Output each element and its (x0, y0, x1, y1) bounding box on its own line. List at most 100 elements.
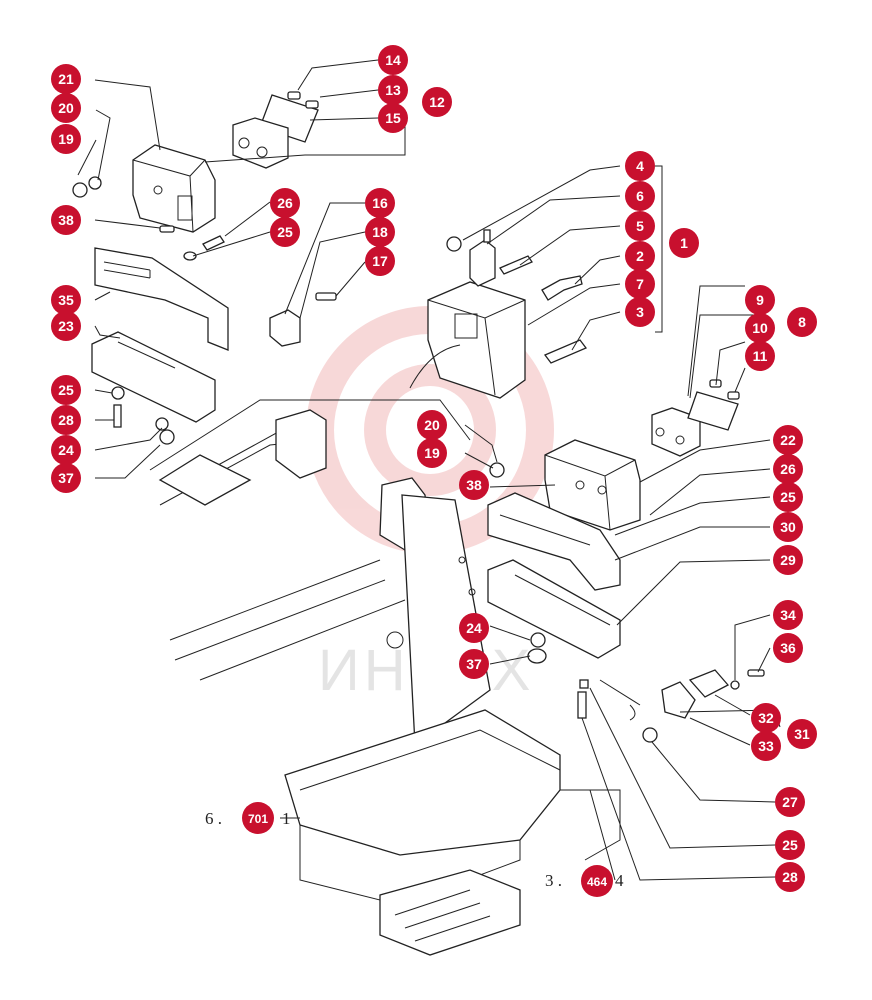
callout-26-right[interactable]: 26 (773, 454, 803, 484)
callout-4[interactable]: 4 (625, 151, 655, 181)
svg-text:25: 25 (780, 489, 796, 505)
callout-24-mid[interactable]: 24 (459, 613, 489, 643)
callout-31[interactable]: 31 (787, 719, 817, 749)
callout-10[interactable]: 10 (745, 313, 775, 343)
callout-36[interactable]: 36 (773, 633, 803, 663)
svg-text:25: 25 (58, 382, 74, 398)
reference-left: 6 . 1 (205, 809, 291, 828)
callout-701[interactable]: 701 (242, 802, 274, 834)
callout-34[interactable]: 34 (773, 600, 803, 630)
callout-15[interactable]: 15 (378, 103, 408, 133)
callout-5[interactable]: 5 (625, 211, 655, 241)
svg-text:3: 3 (636, 304, 644, 320)
svg-text:23: 23 (58, 318, 74, 334)
svg-text:24: 24 (466, 620, 482, 636)
svg-text:25: 25 (782, 837, 798, 853)
callout-28-bottom[interactable]: 28 (775, 862, 805, 892)
svg-text:20: 20 (58, 100, 74, 116)
callout-464[interactable]: 464 (581, 865, 613, 897)
callout-16[interactable]: 16 (365, 188, 395, 218)
svg-text:701: 701 (248, 812, 268, 826)
svg-text:16: 16 (372, 195, 388, 211)
callout-21[interactable]: 21 (51, 64, 81, 94)
callout-25-right[interactable]: 25 (773, 482, 803, 512)
svg-text:35: 35 (58, 292, 74, 308)
svg-text:30: 30 (780, 519, 796, 535)
leader-lines (77, 59, 781, 881)
callout-11[interactable]: 11 (745, 341, 775, 371)
svg-text:9: 9 (756, 292, 764, 308)
callout-28-left[interactable]: 28 (51, 405, 81, 435)
svg-text:26: 26 (780, 461, 796, 477)
svg-text:38: 38 (58, 212, 74, 228)
callout-38-top[interactable]: 38 (51, 205, 81, 235)
svg-text:19: 19 (58, 131, 74, 147)
svg-text:19: 19 (424, 445, 440, 461)
callout-27[interactable]: 27 (775, 787, 805, 817)
svg-text:15: 15 (385, 110, 401, 126)
callout-1[interactable]: 1 (669, 228, 699, 258)
callout-37-left[interactable]: 37 (51, 463, 81, 493)
reference-left-suffix: 1 (282, 809, 291, 828)
svg-text:38: 38 (466, 477, 482, 493)
callout-2[interactable]: 2 (625, 241, 655, 271)
svg-text:4: 4 (636, 158, 644, 174)
callout-22[interactable]: 22 (773, 425, 803, 455)
svg-text:37: 37 (466, 656, 482, 672)
callout-20-mid[interactable]: 20 (417, 410, 447, 440)
svg-text:10: 10 (752, 320, 768, 336)
callout-19-top[interactable]: 19 (51, 124, 81, 154)
callout-12[interactable]: 12 (422, 87, 452, 117)
svg-text:17: 17 (372, 253, 388, 269)
svg-text:32: 32 (758, 710, 774, 726)
reference-left-prefix: 6 . (205, 809, 222, 828)
callouts: 14 13 12 15 21 20 19 38 26 25 16 18 17 3… (51, 45, 817, 897)
svg-text:24: 24 (58, 442, 74, 458)
callout-6[interactable]: 6 (625, 181, 655, 211)
callout-23[interactable]: 23 (51, 311, 81, 341)
callout-25-top[interactable]: 25 (270, 217, 300, 247)
svg-text:37: 37 (58, 470, 74, 486)
callout-37-mid[interactable]: 37 (459, 649, 489, 679)
callout-25-bottom[interactable]: 25 (775, 830, 805, 860)
callout-33[interactable]: 33 (751, 731, 781, 761)
callout-19-mid[interactable]: 19 (417, 438, 447, 468)
reference-right-prefix: 3 . (545, 871, 562, 890)
svg-text:31: 31 (794, 726, 810, 742)
callout-26-top[interactable]: 26 (270, 188, 300, 218)
callout-30[interactable]: 30 (773, 512, 803, 542)
callout-8[interactable]: 8 (787, 307, 817, 337)
svg-text:29: 29 (780, 552, 796, 568)
callout-24-left[interactable]: 24 (51, 435, 81, 465)
svg-text:14: 14 (385, 52, 401, 68)
callout-38-mid[interactable]: 38 (459, 470, 489, 500)
callout-25-left[interactable]: 25 (51, 375, 81, 405)
callout-7[interactable]: 7 (625, 269, 655, 299)
callout-13[interactable]: 13 (378, 75, 408, 105)
svg-text:11: 11 (753, 348, 768, 364)
callout-20-top[interactable]: 20 (51, 93, 81, 123)
svg-text:25: 25 (277, 224, 293, 240)
svg-text:20: 20 (424, 417, 440, 433)
callout-29[interactable]: 29 (773, 545, 803, 575)
svg-text:18: 18 (372, 224, 388, 240)
callout-17[interactable]: 17 (365, 246, 395, 276)
reference-right-suffix: 4 (615, 871, 624, 890)
callout-18[interactable]: 18 (365, 217, 395, 247)
callout-35[interactable]: 35 (51, 285, 81, 315)
callout-9[interactable]: 9 (745, 285, 775, 315)
svg-text:33: 33 (758, 738, 774, 754)
drawing (72, 91, 765, 956)
svg-text:22: 22 (780, 432, 796, 448)
svg-text:21: 21 (58, 71, 74, 87)
callout-14[interactable]: 14 (378, 45, 408, 75)
svg-text:27: 27 (782, 794, 798, 810)
svg-text:13: 13 (385, 82, 401, 98)
svg-text:28: 28 (782, 869, 798, 885)
callout-3[interactable]: 3 (625, 297, 655, 327)
svg-text:1: 1 (680, 235, 688, 251)
svg-text:2: 2 (636, 248, 644, 264)
callout-32[interactable]: 32 (751, 703, 781, 733)
svg-text:464: 464 (587, 875, 607, 889)
